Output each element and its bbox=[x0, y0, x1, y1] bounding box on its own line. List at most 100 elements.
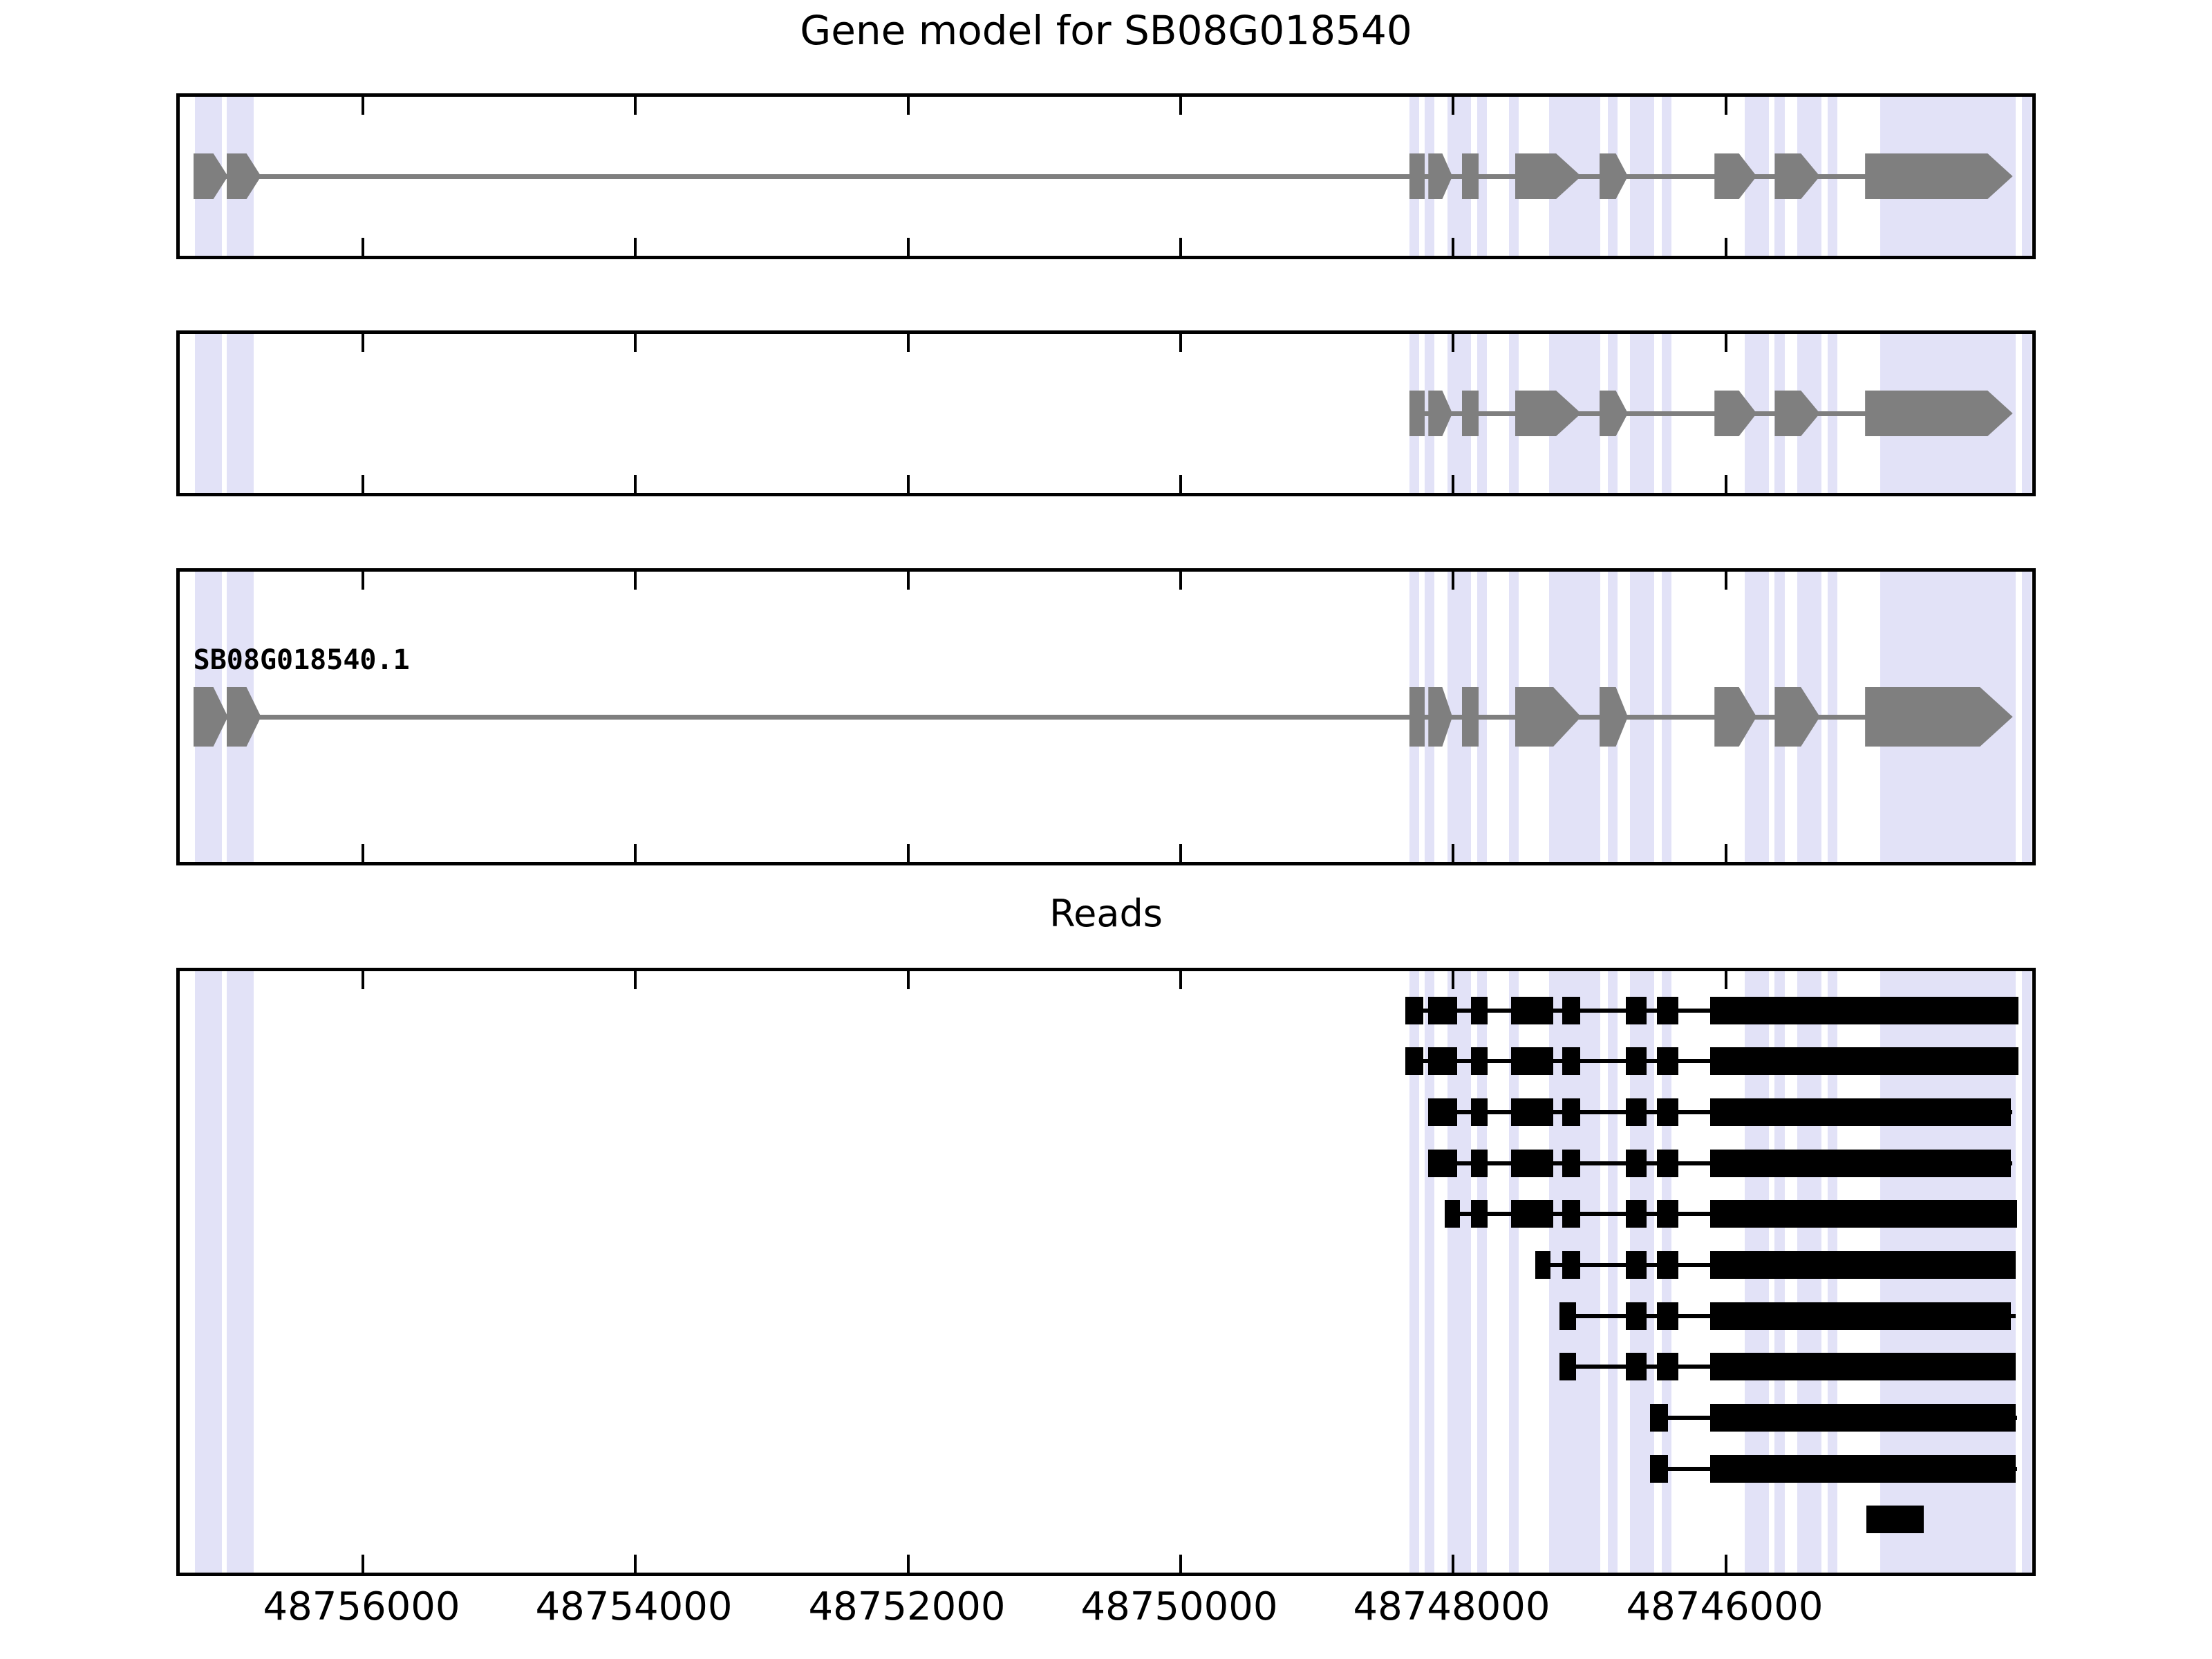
x-tick-label: 48748000 bbox=[1353, 1584, 1550, 1629]
read-exon-block bbox=[1657, 1098, 1678, 1127]
x-tick-label: 48754000 bbox=[535, 1584, 733, 1629]
axis-tick bbox=[1725, 572, 1727, 590]
read-exon-block bbox=[1471, 1149, 1488, 1177]
read-exon-block bbox=[1625, 1353, 1647, 1381]
read-exon-block bbox=[1649, 1403, 1668, 1432]
read-exon-block bbox=[1625, 1149, 1647, 1177]
read-exon-block bbox=[1649, 1454, 1668, 1483]
exon bbox=[226, 153, 261, 199]
axis-tick bbox=[362, 475, 364, 493]
exon bbox=[226, 687, 261, 747]
exon bbox=[193, 687, 228, 747]
axis-tick bbox=[1725, 238, 1727, 256]
axis-tick bbox=[1179, 971, 1182, 989]
x-tick-label: 48752000 bbox=[808, 1584, 1006, 1629]
read-exon-block bbox=[1562, 996, 1581, 1024]
read-exon-block bbox=[1709, 996, 2019, 1024]
read-exon-block bbox=[1709, 1454, 2016, 1483]
pacbio-model-panel bbox=[176, 330, 2036, 496]
read-exon-block bbox=[1562, 1251, 1581, 1279]
axis-tick bbox=[1725, 1555, 1727, 1573]
axis-tick bbox=[907, 475, 910, 493]
highlight-band bbox=[2021, 97, 2032, 256]
x-tick-label: 48750000 bbox=[1080, 1584, 1278, 1629]
read-exon-block bbox=[1657, 1200, 1678, 1228]
exon bbox=[1865, 391, 2013, 436]
read-exon-block bbox=[1709, 1149, 2012, 1177]
axis-tick bbox=[1725, 475, 1727, 493]
read-exon-block bbox=[1511, 1149, 1554, 1177]
axis-tick bbox=[634, 844, 637, 862]
exon bbox=[1599, 687, 1628, 747]
highlight-band bbox=[194, 971, 222, 1573]
axis-tick bbox=[907, 572, 910, 590]
read-exon-block bbox=[1625, 1251, 1647, 1279]
axis-tick bbox=[907, 238, 910, 256]
axis-tick bbox=[1452, 844, 1454, 862]
intron-line bbox=[206, 174, 1976, 179]
axis-tick bbox=[1452, 97, 1454, 115]
exon bbox=[1462, 153, 1479, 199]
axis-tick bbox=[1452, 238, 1454, 256]
axis-tick bbox=[634, 97, 637, 115]
read-exon-block bbox=[1405, 996, 1423, 1024]
exon bbox=[1599, 153, 1628, 199]
axis-tick bbox=[1179, 97, 1182, 115]
gene-model-panel bbox=[176, 93, 2036, 259]
axis-tick bbox=[362, 844, 364, 862]
axis-tick bbox=[362, 1555, 364, 1573]
read-exon-block bbox=[1709, 1200, 2018, 1228]
highlight-band bbox=[2021, 971, 2032, 1573]
axis-tick bbox=[1725, 334, 1727, 352]
axis-tick bbox=[1179, 572, 1182, 590]
axis-tick bbox=[907, 844, 910, 862]
axis-tick bbox=[1452, 1555, 1454, 1573]
read-exon-block bbox=[1559, 1353, 1576, 1381]
axis-tick bbox=[634, 1555, 637, 1573]
axis-tick bbox=[634, 572, 637, 590]
highlight-band bbox=[1409, 971, 1420, 1573]
axis-tick bbox=[362, 971, 364, 989]
read-exon-block bbox=[1428, 996, 1457, 1024]
axis-tick bbox=[907, 1555, 910, 1573]
read-exon-block bbox=[1709, 1403, 2016, 1432]
highlight-band bbox=[1607, 971, 1618, 1573]
read-exon-block bbox=[1866, 1506, 1924, 1534]
intron-line bbox=[1418, 411, 1976, 416]
axis-tick bbox=[634, 238, 637, 256]
read-exon-block bbox=[1562, 1047, 1581, 1076]
exon bbox=[1599, 391, 1628, 436]
axis-tick bbox=[362, 238, 364, 256]
isoform-label: SB08G018540.1 bbox=[193, 644, 410, 676]
read-exon-block bbox=[1405, 1047, 1423, 1076]
read-exon-block bbox=[1511, 1200, 1554, 1228]
axis-tick bbox=[1179, 238, 1182, 256]
intron-line bbox=[206, 714, 1976, 720]
read-exon-block bbox=[1709, 1047, 2019, 1076]
exon bbox=[1462, 391, 1479, 436]
read-exon-block bbox=[1471, 996, 1488, 1024]
read-exon-block bbox=[1709, 1302, 2012, 1330]
axis-tick bbox=[1452, 971, 1454, 989]
read-exon-block bbox=[1471, 1098, 1488, 1127]
read-exon-block bbox=[1471, 1200, 1488, 1228]
axis-tick bbox=[634, 475, 637, 493]
axis-tick bbox=[362, 572, 364, 590]
axis-tick bbox=[1452, 334, 1454, 352]
isoforms-panel: SB08G018540.1 bbox=[176, 568, 2036, 865]
axis-tick bbox=[634, 971, 637, 989]
read-exon-block bbox=[1511, 1098, 1554, 1127]
read-exon-block bbox=[1625, 996, 1647, 1024]
read-exon-block bbox=[1625, 1302, 1647, 1330]
reads-panel bbox=[176, 968, 2036, 1576]
read-exon-block bbox=[1657, 1251, 1678, 1279]
read-exon-block bbox=[1471, 1047, 1488, 1076]
highlight-band bbox=[194, 334, 222, 493]
axis-tick bbox=[907, 97, 910, 115]
read-exon-block bbox=[1657, 1353, 1678, 1381]
highlight-band bbox=[2021, 572, 2032, 862]
exon bbox=[1409, 153, 1425, 199]
read-exon-block bbox=[1559, 1302, 1576, 1330]
axis-tick bbox=[1179, 334, 1182, 352]
